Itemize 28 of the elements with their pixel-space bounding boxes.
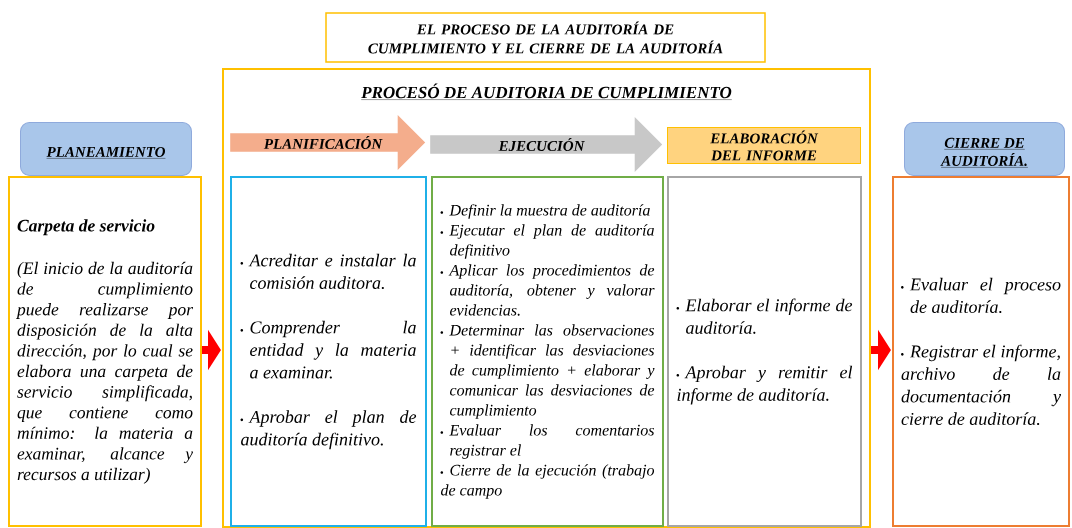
heading: Carpeta de servicio [17, 219, 155, 236]
list-box [667, 176, 862, 527]
process-frame [222, 68, 871, 528]
bullet-item: Aprobar el plan de auditoría definitivo. [240, 410, 417, 450]
text-box [8, 176, 202, 527]
phase-banner: PLANIFICACIÓN [230, 115, 426, 170]
list-box [230, 176, 427, 527]
bullet-item: Definir la muestra de auditoría [440, 204, 650, 219]
bullet-item: Determinar las observaciones + identificar las desviaciones de cumplimiento + elaborar y comunicar las desviaciones de cumplimiento [440, 324, 655, 419]
rounded-header-box: CIERRE DE AUDITORÍA. [904, 122, 1065, 176]
bullet-item: Ejecutar el plan de auditoría definitivo [440, 224, 654, 259]
bullet-item: Elaborar el informe de auditoría. [676, 298, 853, 334]
bullet-item: Registrar el informe, archivo de la documentación y cierre de auditoría. [901, 344, 1061, 426]
bullet-item: Cierre de la ejecución (trabajo de campo [440, 464, 655, 499]
bullet-item: Comprender la entidad y la materia a examinar. [240, 320, 416, 379]
list-box [431, 176, 664, 527]
bullet-item: Evaluar el proceso de auditoría. [901, 277, 1061, 314]
paragraph: (El inicio de la auditoría de cumplimiento puede realizarse por disposición de la alta dirección, por lo cual se elabora una carpeta de servicio simplificada, que contiene como mínimo: la materia a examinar, alcance y recursos a utilizar) [16, 261, 194, 484]
list-box [892, 176, 1070, 527]
rounded-header-box: PLANEAMIENTO [20, 122, 192, 176]
phase-label: ELABORACIÓN DEL INFORME [667, 127, 861, 164]
title-box: EL PROCESO DE LA AUDITORÍA DE CUMPLIMIENTO Y EL CIERRE DE LA AUDITORÍA [325, 12, 766, 63]
bullet-item: Acreditar e instalar la comisión auditora. [240, 253, 416, 290]
phase-banner: EJECUCIÓN [430, 117, 663, 172]
bullet-item: Evaluar los comentarios registrar el [440, 424, 655, 459]
bullet-item: Aplicar los procedimientos de auditoría, obtener y valorar evidencias. [440, 264, 655, 316]
bullet-item: Aprobar y remitir el informe de auditoría. [676, 365, 853, 405]
heading: PROCESÓ DE AUDITORIA DE CUMPLIMIENTO [361, 83, 732, 99]
